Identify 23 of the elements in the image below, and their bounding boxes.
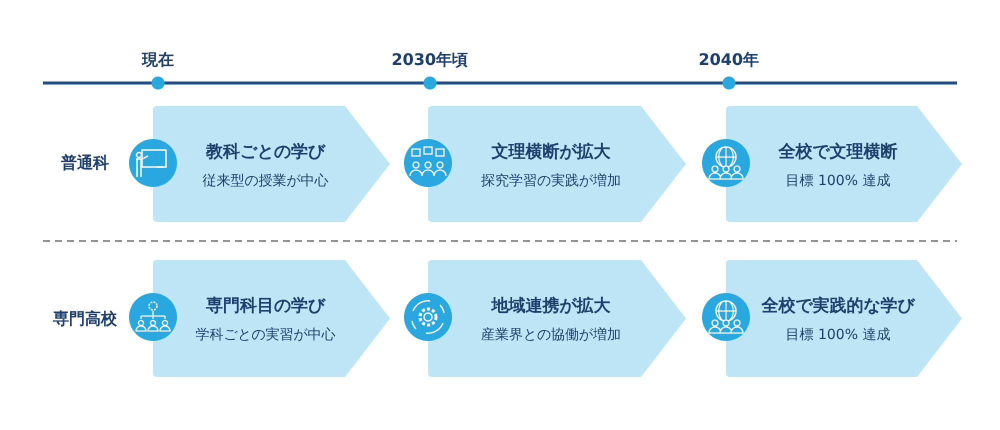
chevron-box [726,260,962,377]
timeline-label: 現在 [142,50,174,70]
timeline-label: 2040年 [698,50,760,70]
step-description: 目標 100% 達成 [784,326,892,344]
step-title: 教科ごとの学び [204,141,327,163]
row-label: 普通科 [61,152,109,174]
step-description: 従来型の授業が中心 [202,172,330,190]
row-label: 専門高校 [53,308,117,330]
step-description: 目標 100% 達成 [784,172,892,190]
chevron-box [726,106,962,222]
step-description: 産業界との協働が増加 [480,326,622,344]
timeline-label: 2030年頃 [392,50,468,70]
chevron-box [428,260,686,377]
step-title: 全校で文理横断 [777,141,898,163]
step-title: 地域連携が拡大 [490,295,612,317]
chevron-box [153,106,390,222]
step-description: 学科ごとの実習が中心 [194,326,336,344]
step-title: 専門科目の学び [205,295,327,317]
chevron-box [428,106,686,222]
step-title: 全校で実践的な学び [760,295,916,317]
step-title: 文理横断が拡大 [490,141,612,163]
step-description: 探究学習の実践が増加 [480,172,622,190]
chevron-box [153,260,390,377]
